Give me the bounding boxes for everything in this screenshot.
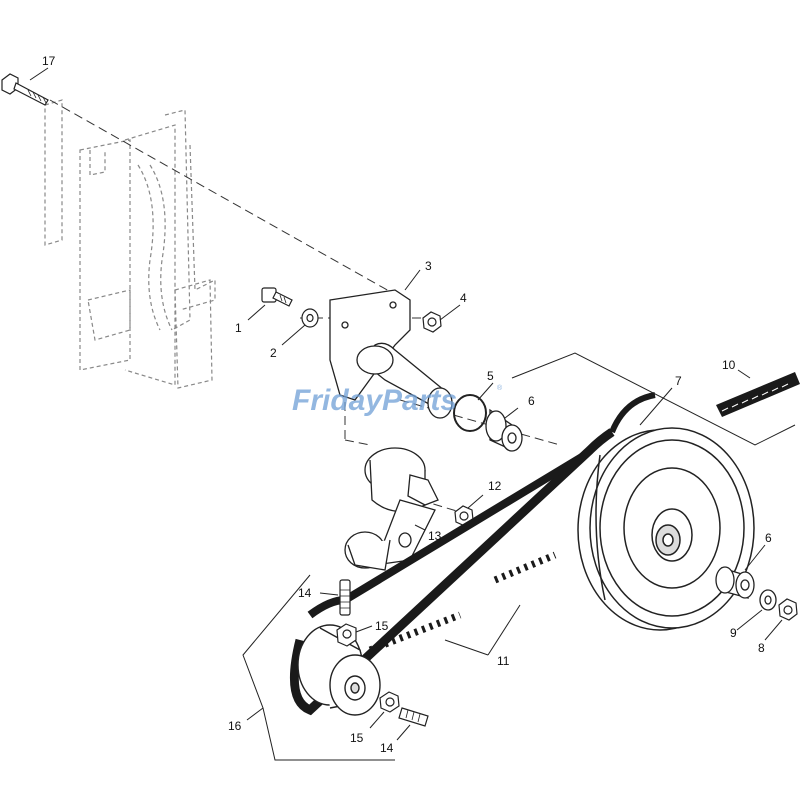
callout-6-upper: 6 <box>528 394 535 408</box>
idler-arm-13 <box>344 447 439 571</box>
set-screw-14-upper <box>339 579 351 616</box>
callout-15-upper: 15 <box>375 619 389 633</box>
watermark-registered: ® <box>497 384 503 392</box>
washer-9 <box>759 589 777 611</box>
callout-1: 1 <box>235 321 242 335</box>
group-bracket-7 <box>511 352 796 446</box>
watermark-brand: FridayParts <box>292 384 457 417</box>
callout-15-lower: 15 <box>350 731 364 745</box>
callout-3: 3 <box>425 259 432 273</box>
frame-bracket-ghost <box>44 99 216 389</box>
large-pulley-7 <box>577 427 755 631</box>
callout-labels: 17 1 2 3 4 5 6 7 10 12 13 6 9 8 14 15 11… <box>42 54 772 755</box>
callout-10: 10 <box>722 358 736 372</box>
callout-9: 9 <box>730 626 737 640</box>
washer-2 <box>301 308 319 328</box>
fridayparts-watermark: FridayParts ® <box>292 384 503 417</box>
callout-14-lower: 14 <box>380 741 394 755</box>
callout-11: 11 <box>497 654 510 668</box>
callout-4: 4 <box>460 291 467 305</box>
drive-pulley-16 <box>297 624 381 716</box>
leader-lines <box>29 67 783 761</box>
bolt-1 <box>261 287 293 307</box>
spacer-6-lower <box>715 566 755 599</box>
set-screw-14-lower <box>398 707 429 727</box>
bolt-17 <box>1 73 49 106</box>
callout-7: 7 <box>675 374 682 388</box>
callout-6-lower: 6 <box>765 531 772 545</box>
callout-5: 5 <box>487 369 494 383</box>
snap-ring-5 <box>453 394 487 432</box>
callout-14-upper: 14 <box>298 586 312 600</box>
callout-13: 13 <box>428 529 442 543</box>
nut-15-lower <box>379 691 400 713</box>
callout-17: 17 <box>42 54 56 68</box>
key-15-upper <box>336 623 357 647</box>
nut-4 <box>422 311 442 333</box>
belt-section-10 <box>716 372 800 417</box>
spacer-6-upper <box>485 408 523 452</box>
callout-12: 12 <box>488 479 502 493</box>
callout-16: 16 <box>228 719 242 733</box>
callout-8: 8 <box>758 641 765 655</box>
nut-8 <box>778 598 798 621</box>
alignment-lines <box>49 99 561 513</box>
mounting-plate-3 <box>329 289 453 419</box>
callout-2: 2 <box>270 346 277 360</box>
